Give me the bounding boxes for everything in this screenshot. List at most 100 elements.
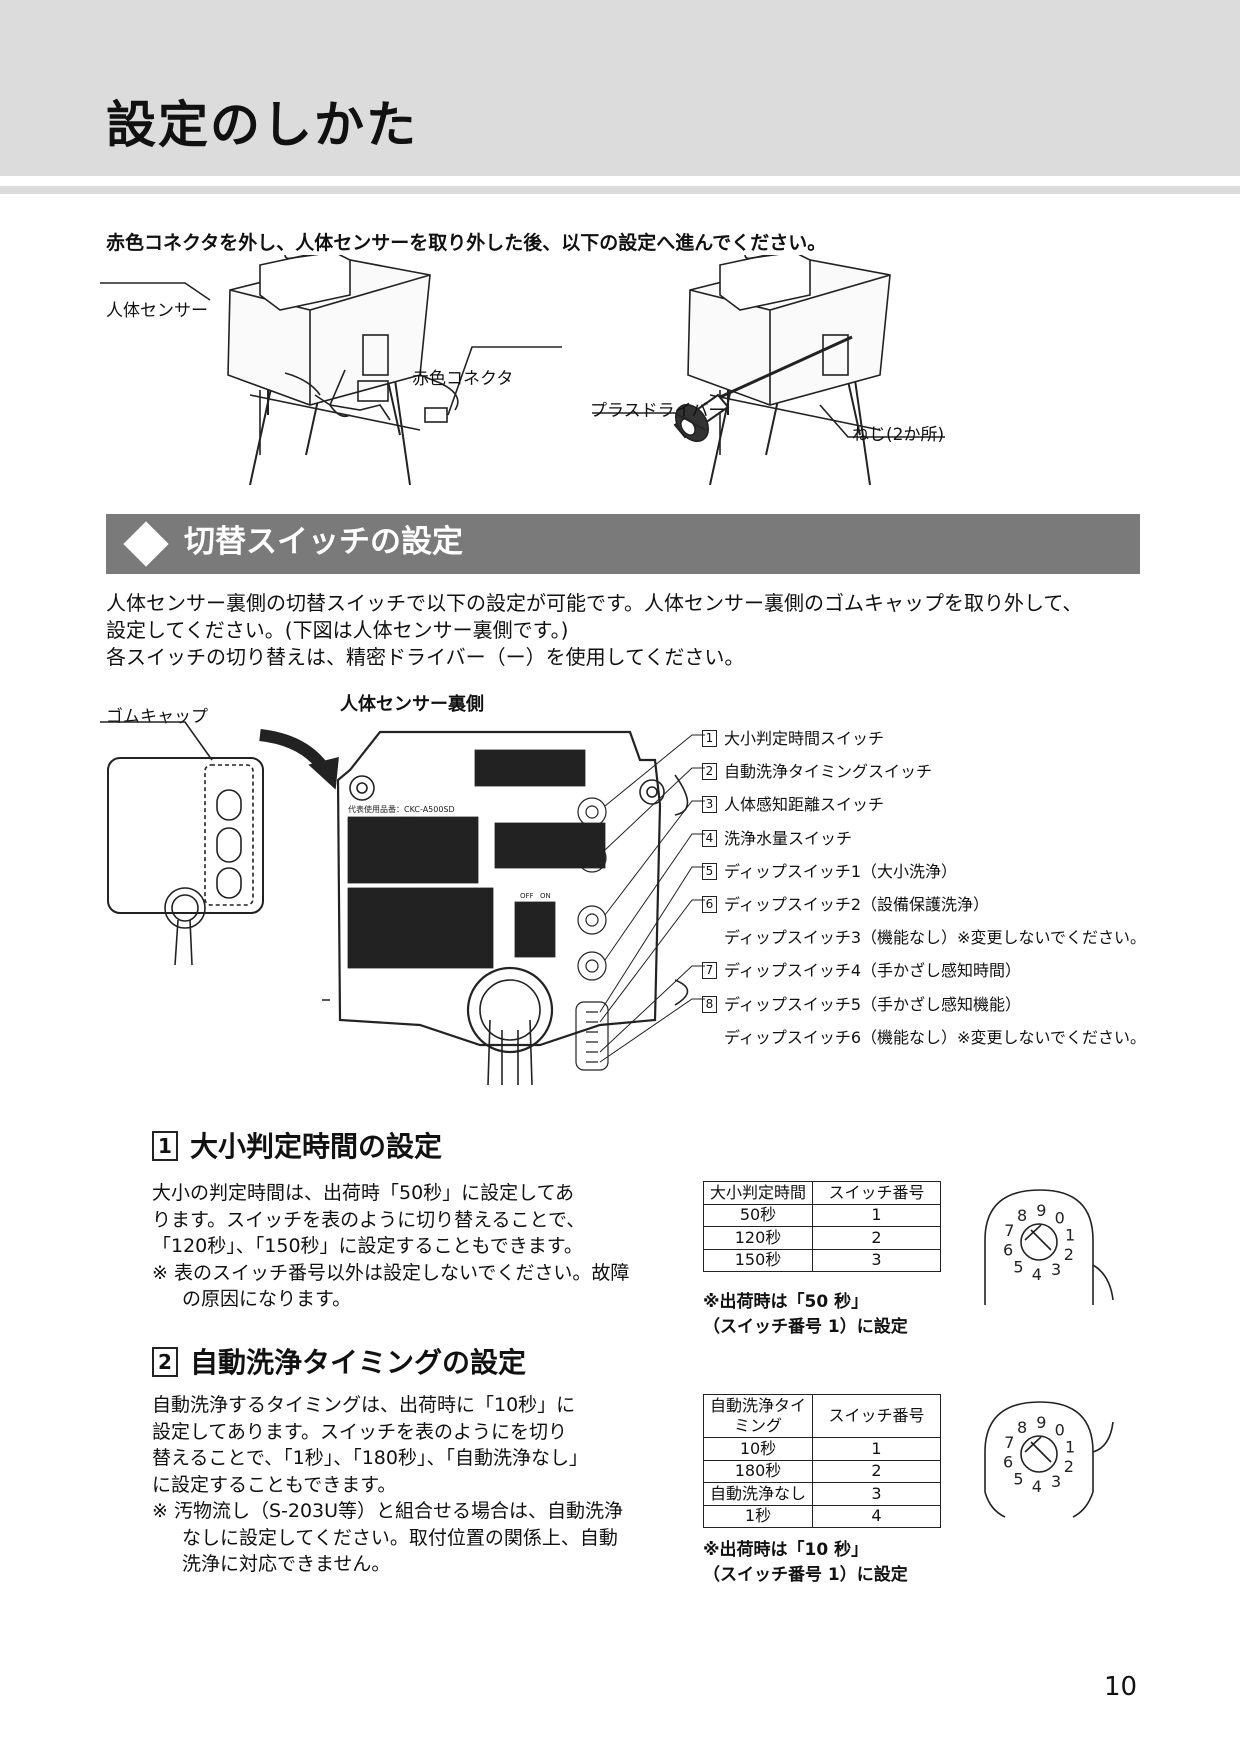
switch-text: ディップスイッチ3（機能なし）※変更しないでください。 <box>724 928 1146 948</box>
setting2-num: 2 <box>152 1347 178 1377</box>
leader-lines <box>599 734 705 1063</box>
switch-num: 2 <box>702 763 717 781</box>
pcb-time-table: 大小判定時間 スイッチ番号 50秒 1 120秒 2 150秒 3 <box>474 749 586 787</box>
setting2-line: 設定してあります。スイッチを表のようにを切り <box>152 1420 567 1443</box>
switch-text: ディップスイッチ2（設備保護洗浄） <box>724 894 990 914</box>
dial-digit: 1 <box>1065 1225 1075 1244</box>
switch-num: 7 <box>702 962 717 980</box>
label-sensor: 人体センサー <box>106 301 208 321</box>
desc-line: 人体センサー裏側の切替スイッチで以下の設定が可能です。人体センサー裏側のゴムキャ… <box>106 591 1083 615</box>
switch-text: ディップスイッチ6（機能なし）※変更しないでください。 <box>724 1027 1146 1047</box>
table-cell: 180秒 <box>703 1459 813 1483</box>
desc-line: 設定してください。(下図は人体センサー裏側です。) <box>106 618 569 642</box>
setting2-line: 自動洗浄するタイミングは、出荷時に「10秒」に <box>152 1394 576 1416</box>
table-header: 大小判定時間 <box>703 1181 813 1205</box>
switch-text: ディップスイッチ5（手かざし感知機能） <box>724 994 1022 1014</box>
switch-item: ディップスイッチ6（機能なし）※変更しないでください。 <box>700 1021 1146 1054</box>
arrow-head-icon <box>308 756 339 790</box>
table-cell: 1秒 <box>703 1504 813 1528</box>
setting1-line: 「120秒」、「150秒」に設定することもできます。 <box>152 1235 583 1257</box>
label-sensor-back: 人体センサー裏側 <box>340 694 484 715</box>
setting2-line: 替えることで、「1秒」、「180秒」、「自動洗浄なし」 <box>152 1447 588 1469</box>
section-bar <box>106 514 1140 574</box>
pcb-dist-cell: 2 <box>575 833 579 841</box>
table-cell: 4 <box>812 1504 941 1528</box>
switch-text: ディップスイッチ1（大小洗浄） <box>724 861 958 881</box>
setting1-ship-note: ※出荷時は「50 秒」 （スイッチ番号 1）に設定 <box>703 1290 908 1340</box>
dial-digit: 7 <box>1004 1221 1014 1240</box>
section-description: 人体センサー裏側の切替スイッチで以下の設定が可能です。人体センサー裏側のゴムキャ… <box>106 590 1146 671</box>
leader-connector <box>447 346 562 416</box>
setting2-body: 自動洗浄するタイミングは、出荷時に「10秒」に 設定してあります。スイッチを表の… <box>152 1392 632 1578</box>
rubber-cap-icon <box>107 757 264 966</box>
pcb-dist-header: スイッチ番号 <box>552 824 594 832</box>
table-cell: 自動洗浄なし <box>703 1482 813 1506</box>
pcb-model-table: 代表使用品番：CKC-A500SD <box>347 804 494 969</box>
table-cell: 2 <box>812 1226 941 1250</box>
pcb-model-label: 代表使用品番：CKC-A500SD <box>348 804 455 814</box>
table-cell: 3 <box>812 1248 941 1272</box>
table-header-row: 自動洗浄タイミングスイッチ番号 <box>703 1394 941 1438</box>
dial-digit: 4 <box>1032 1265 1042 1284</box>
rotary-switches <box>575 797 609 1071</box>
switch-num: 8 <box>702 995 717 1013</box>
desc-line: 各スイッチの切り替えは、精密ドライバー（ー）を使用してください。 <box>106 645 745 669</box>
switch-text: ディップスイッチ4（手かざし感知時間） <box>724 961 1022 981</box>
ship-note-line: （スイッチ番号 1）に設定 <box>703 1565 908 1585</box>
dial-digit: 1 <box>1065 1437 1075 1456</box>
dial-digit: 6 <box>1003 1241 1013 1260</box>
switch-text: 洗浄水量スイッチ <box>724 828 853 848</box>
pcb-dist-cell: 800mm <box>505 860 532 868</box>
dial-digit: 5 <box>1013 1470 1023 1489</box>
ship-note-line: （スイッチ番号 1）に設定 <box>703 1317 908 1337</box>
section-title: 切替スイッチの設定 <box>184 524 463 560</box>
pcb-dist-cell: 4 <box>575 851 580 859</box>
dial-digit: 3 <box>1051 1472 1061 1491</box>
dial-digit: 7 <box>1004 1433 1014 1452</box>
pcb-time-header: スイッチ番号 <box>532 751 574 759</box>
pcb-dip-area: OFF ON <box>514 892 556 958</box>
dial-digit: 6 <box>1003 1453 1013 1472</box>
switch-text: 大小判定時間スイッチ <box>724 729 885 748</box>
switch-item: ディップスイッチ3（機能なし）※変更しないでください。 <box>700 921 1146 954</box>
header-band <box>0 0 1240 176</box>
setting2-ship-note: ※出荷時は「10 秒」 （スイッチ番号 1）に設定 <box>703 1538 908 1588</box>
dial-digit: 8 <box>1017 1206 1027 1225</box>
switch-item: 7 ディップスイッチ4（手かざし感知時間） <box>700 954 1146 987</box>
pcb-dist-header: 感知距離の目安 <box>497 823 546 832</box>
table-cell: 1 <box>812 1203 941 1227</box>
setting2-title: 自動洗浄タイミングの設定 <box>190 1346 527 1379</box>
pcb-time-cell: 1 <box>555 760 559 768</box>
dial-digit: 2 <box>1064 1457 1074 1476</box>
pcb-time-cell: 120秒 <box>490 768 510 777</box>
table-header: 自動洗浄タイミング <box>703 1394 813 1438</box>
pcb-time-cell: 50秒 <box>492 759 508 768</box>
dial-digit: 9 <box>1036 1413 1046 1432</box>
setting2-note: ※ 汚物流し（S-203U等）と組合せる場合は、自動洗浄なしに設定してください。… <box>152 1500 624 1575</box>
label-screw: ねじ(2か所) <box>852 425 945 445</box>
removal-illustration <box>100 255 945 485</box>
switch-item: 8 ディップスイッチ5（手かざし感知機能） <box>700 988 1146 1021</box>
leader-sensor <box>100 282 211 301</box>
table-cell: 120秒 <box>703 1226 813 1250</box>
pcb-time-header: 大小判定時間 <box>477 750 519 759</box>
leader-driver <box>592 412 706 431</box>
sensor-pcb <box>322 730 689 1086</box>
pcb-time-cell: 150秒 <box>490 777 510 786</box>
dial-digit: 8 <box>1017 1418 1027 1437</box>
